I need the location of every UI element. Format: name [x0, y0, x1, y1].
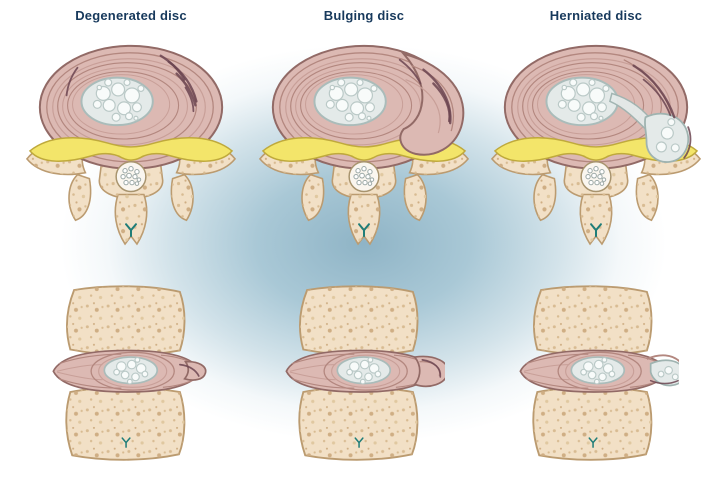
spinal-canal [348, 161, 380, 193]
disc-herniation [608, 59, 692, 163]
lateral-view-degenerated-disc [52, 285, 207, 461]
disc-herniation [646, 354, 679, 387]
intervertebral-disc [285, 349, 435, 393]
label-herniated-disc: Herniated disc [549, 8, 643, 23]
degenerated-disc-tear [179, 360, 207, 381]
spinal-canal [580, 161, 612, 193]
spinal-canal [115, 161, 147, 193]
intervertebral-disc [519, 349, 669, 393]
lateral-view-bulging-disc [285, 285, 445, 461]
axial-view-degenerated-disc [26, 44, 236, 245]
axial-view-bulging-disc [259, 44, 469, 245]
lateral-view-herniated-disc [519, 285, 679, 461]
disc-bulge [398, 51, 465, 156]
label-bulging-disc: Bulging disc [323, 8, 405, 23]
disc-bulge [413, 355, 445, 388]
label-degenerated-disc: Degenerated disc [75, 8, 187, 23]
annular-degeneration-tears [65, 54, 198, 113]
axial-view-herniated-disc [491, 44, 701, 245]
intervertebral-disc [52, 349, 202, 393]
